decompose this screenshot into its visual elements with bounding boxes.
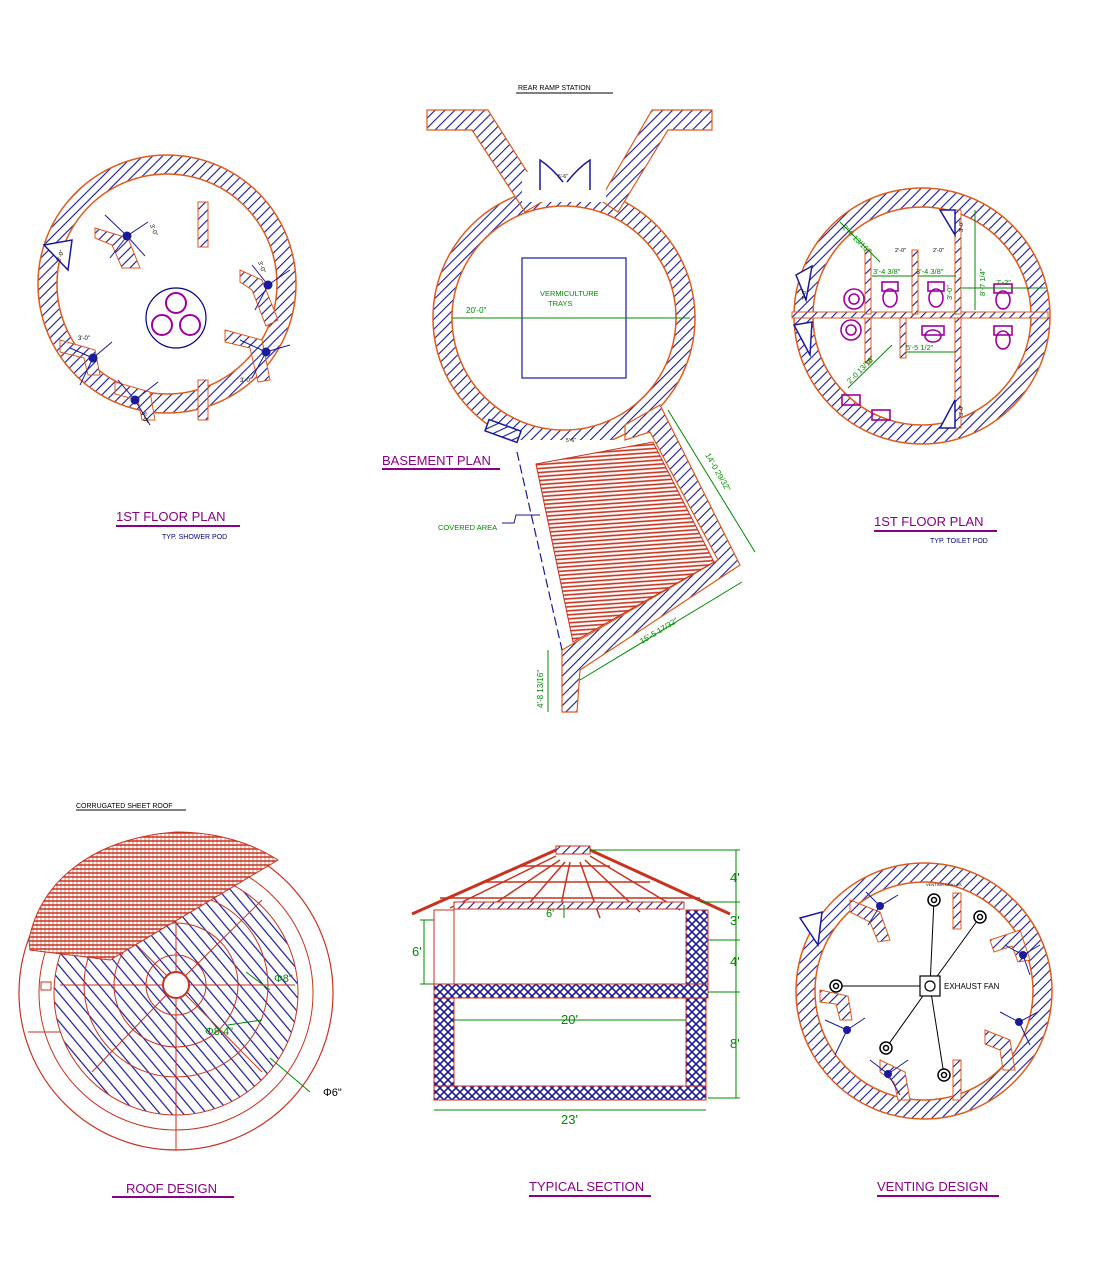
venting-shower-heads (798, 891, 1041, 1096)
toilet-dim-lines (839, 210, 1046, 389)
toilet-dim-h: 3'-0" (945, 285, 954, 300)
shower-dim-1: 3'-0" (148, 224, 158, 237)
floor-slab (433, 983, 709, 999)
toilet-dim-c: 2'-0" (933, 248, 944, 254)
corrugated-sheet-overlay (28, 831, 279, 961)
toilet-dim-i: 5'-5 1/2" (906, 343, 934, 352)
vermiculture-label-2: TRAYS (548, 299, 572, 308)
toilet-dim-k: 3'-0" (959, 221, 965, 232)
covered-edge-dash (516, 451, 563, 651)
toilet-door-swings (792, 209, 956, 429)
venting-design-title: VENTING DESIGN (877, 1179, 988, 1194)
toilet-dim-e: 3'-4 3/8" (916, 267, 944, 276)
roof-design-title: ROOF DESIGN (126, 1181, 217, 1196)
rear-ramp-label: REAR RAMP STATION (518, 85, 591, 92)
corrugated-roof-label: CORRUGATED SHEET ROOF (76, 803, 173, 810)
double-door-icon (539, 158, 591, 190)
section-dim-4a: 4' (730, 870, 740, 885)
door-top-dim: 5'-6" (558, 174, 568, 180)
ramp-wing-left (426, 109, 546, 213)
basement-wall-left (433, 997, 455, 1099)
toilet-dim-b: 2'-0" (895, 248, 906, 254)
shower-dim-5: 3'-0" (78, 336, 90, 342)
toilet-pod-plan: 2'-0 13/16" 2'-0" 2'-0" 3'-4 3/8" 3'-4 3… (791, 187, 1051, 445)
roof-dim-phi84: Φ8.4" (205, 1026, 233, 1038)
ramp-right-dim: 14'-0 29/32" (703, 452, 732, 494)
shower-dim-4: 3'-0" (140, 411, 148, 424)
toilet-dim-g: 7'-2" (996, 278, 1011, 287)
vent-grilles (829, 893, 987, 1082)
venting-grilles-label: VENTING GRILLES (926, 882, 962, 887)
basement-plan-title: BASEMENT PLAN (382, 453, 491, 468)
shower-outer-wall (37, 154, 297, 414)
shower-dim-labels: 3'-0" 3'-0" 3'-0" 3'-0" 3'-0" 3'-0" (56, 224, 266, 424)
toilet-dim-d: 3'-4 3/8" (873, 267, 901, 276)
foundation-slab (433, 1085, 707, 1101)
exhaust-fan-box (919, 975, 941, 997)
typical-section: 4' 3' 4' 8' 6' 6' 20' 23' (411, 845, 740, 1127)
basement-wall-right (685, 997, 707, 1099)
ramp-walls (561, 404, 741, 713)
covered-ramp-area (535, 441, 715, 643)
central-basin-fixture (145, 287, 207, 349)
toilet-plan-title: 1ST FLOOR PLAN (874, 514, 984, 529)
ramp-left-dim: 4'-8 13/16" (536, 670, 545, 708)
toilet-fixtures (840, 281, 1013, 421)
shower-plan-subtitle: TYP. SHOWER POD (162, 534, 227, 541)
section-dim-6b: 6' (546, 908, 554, 920)
upper-wall-right (685, 909, 709, 993)
toilet-center-wall (791, 311, 1049, 319)
basement-plan: REAR RAMP STATION 5'-6" VERMICULTURE TRA… (426, 85, 756, 713)
ramp-wing-right (599, 109, 713, 213)
diameter-dim: 20'-0" (466, 306, 487, 315)
shower-dim-6: 3'-0" (56, 249, 66, 262)
shower-plan-title: 1ST FLOOR PLAN (116, 509, 226, 524)
roof-dim-phi8: Φ8" (274, 973, 293, 985)
toilet-dim-m: 3'-0" (802, 289, 808, 300)
venting-outer-wall (795, 862, 1053, 1120)
exhaust-fan-icon (924, 980, 936, 992)
exhaust-fan-label: EXHAUST FAN (944, 982, 1000, 991)
shower-dim-3: 3'-0" (240, 378, 252, 384)
section-dim-4b: 4' (730, 954, 740, 969)
basement-door (484, 418, 522, 444)
toilet-dim-l: 3'-0" (959, 405, 965, 416)
vermiculture-label-1: VERMICULTURE (540, 289, 599, 298)
section-width-outer: 23' (561, 1112, 578, 1127)
section-dim-6: 6' (412, 944, 422, 959)
venting-design: EXHAUST FAN VENTING GRILLES (795, 862, 1053, 1120)
shower-dim-2: 3'-0" (256, 261, 266, 274)
section-dim-8: 8' (730, 1036, 740, 1051)
toilet-dim-j: 2'-0 13/16" (845, 354, 877, 386)
covered-area-label: COVERED AREA (438, 523, 497, 532)
shower-pod-plan: 3'-0" 3'-0" 3'-0" 3'-0" 3'-0" 3'-0" (37, 154, 297, 426)
toilet-dim-f: 8'-7 1/4" (978, 268, 987, 296)
section-dim-3: 3' (730, 913, 740, 928)
roof-apex-ring (162, 971, 190, 999)
roof-design: CORRUGATED SHEET ROOF Φ8" Φ8.4" Φ6" (18, 803, 342, 1151)
shower-head-icons (69, 214, 291, 426)
roof-dim-phi6: Φ6" (323, 1087, 342, 1099)
ring-beam (453, 901, 685, 910)
toilet-plan-subtitle: TYP. TOILET POD (930, 538, 988, 545)
section-width-inner: 20' (561, 1012, 578, 1027)
typical-section-title: TYPICAL SECTION (529, 1179, 644, 1194)
door-bottom-dim: 5'-6" (566, 438, 576, 444)
